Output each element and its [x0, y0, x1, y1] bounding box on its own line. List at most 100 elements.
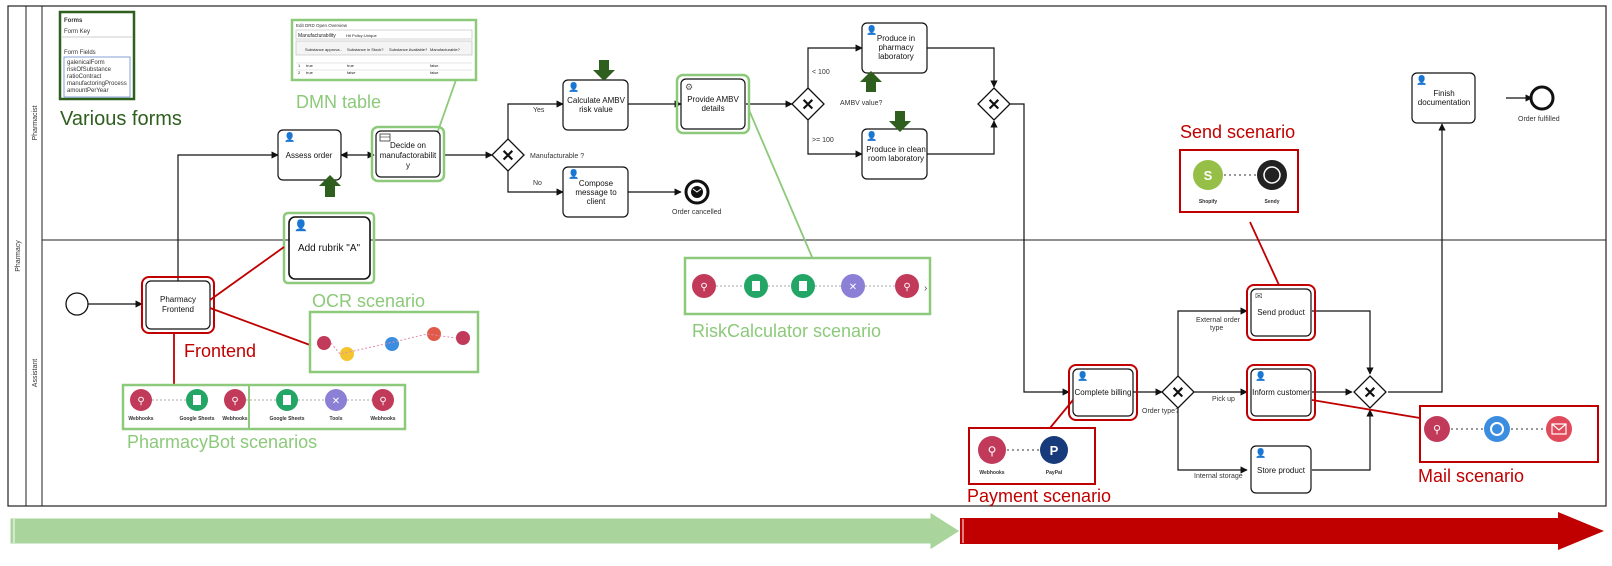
- svg-text:Produce in: Produce in: [877, 34, 915, 43]
- down-arrow-icon: [889, 111, 911, 132]
- svg-text:👤: 👤: [568, 81, 579, 92]
- app-label-sheets: Google Sheets: [179, 416, 214, 422]
- svg-text:✕: ✕: [849, 282, 857, 293]
- flow-label-ambv: AMBV value?: [840, 100, 883, 107]
- annotation-riskcalc: RiskCalculator scenario: [692, 321, 881, 341]
- annotation-send: Send scenario: [1180, 122, 1295, 142]
- svg-text:👤: 👤: [866, 24, 877, 35]
- svg-text:risk value: risk value: [579, 105, 613, 114]
- svg-text:👤: 👤: [568, 168, 579, 179]
- flow-label-order-type: Order type?: [1142, 408, 1179, 415]
- app-label-shopify: Shopify: [1199, 199, 1218, 205]
- mail-scenario-panel: ⚲: [1419, 405, 1599, 463]
- form-field: amountPerYear: [67, 88, 108, 94]
- svg-text:y: y: [406, 161, 410, 170]
- dmn-header: Substance in Stock?: [347, 47, 384, 52]
- flow-label-ge100: >= 100: [812, 137, 834, 144]
- svg-text:👤: 👤: [866, 130, 877, 141]
- dmn-panel: Edit DRD Open Overview Manufacturability…: [290, 18, 478, 82]
- task-finish-documentation[interactable]: 👤 Finish documentation: [1411, 72, 1476, 124]
- annotation-frontend: Frontend: [184, 341, 256, 361]
- down-arrow-icon: [593, 60, 615, 81]
- svg-text:Frontend: Frontend: [162, 305, 194, 314]
- pool-label: Pharmacy: [15, 240, 22, 272]
- svg-text:⚙: ⚙: [685, 82, 693, 92]
- dmn-cell: true: [347, 63, 355, 68]
- dmn-cell: true: [306, 63, 314, 68]
- task-produce-pharmacy-lab[interactable]: 👤 Produce in pharmacy laboratory: [861, 22, 928, 74]
- form-field: ratioContract: [67, 74, 102, 80]
- svg-text:Add rubrik "A": Add rubrik "A": [298, 243, 361, 254]
- task-provide-ambv[interactable]: ⚙ Provide AMBV details: [675, 73, 751, 135]
- svg-text:⚲: ⚲: [379, 396, 386, 407]
- gateway-lab-merge[interactable]: ✕: [977, 87, 1011, 121]
- google-sheets-icon: [744, 274, 768, 298]
- task-calculate-ambv[interactable]: 👤 Calculate AMBV risk value: [562, 79, 629, 131]
- tools-icon: ✕: [841, 274, 865, 298]
- flow-label-lt100: < 100: [812, 69, 830, 76]
- end-event-fulfilled[interactable]: [1529, 85, 1555, 111]
- svg-text:✕: ✕: [1363, 385, 1376, 402]
- task-send-product[interactable]: ✉ Send product: [1246, 284, 1316, 341]
- svg-text:⚲: ⚲: [137, 396, 144, 407]
- svg-text:⚲: ⚲: [231, 396, 238, 407]
- svg-text:✕: ✕: [1171, 385, 1184, 402]
- start-event[interactable]: [65, 292, 89, 316]
- red-phase-arrow: [960, 512, 1604, 550]
- annotation-ocr: OCR scenario: [312, 291, 425, 311]
- dmn-cell: 2: [298, 70, 301, 75]
- green-phase-arrow: [9, 511, 961, 551]
- svg-text:Produce in clean: Produce in clean: [866, 145, 926, 154]
- task-store-product[interactable]: 👤 Store product: [1250, 445, 1312, 494]
- svg-text:👤: 👤: [294, 219, 308, 232]
- task-add-rubrik[interactable]: 👤 Add rubrik "A": [282, 211, 376, 285]
- svg-text:message to: message to: [575, 188, 617, 197]
- svg-text:manufactorabilit: manufactorabilit: [380, 151, 437, 160]
- email-icon: [1546, 416, 1572, 442]
- svg-text:👤: 👤: [284, 131, 295, 142]
- task-pharmacy-frontend[interactable]: Pharmacy Frontend: [141, 276, 215, 334]
- sendy-icon: [1257, 160, 1287, 190]
- svg-text:Inform customer: Inform customer: [1252, 388, 1310, 397]
- chevron-right-icon[interactable]: ›: [924, 283, 927, 294]
- task-produce-clean-room[interactable]: 👤 Produce in clean room laboratory: [861, 128, 928, 180]
- dmn-row: 2 true false false: [296, 69, 472, 75]
- pharmacybot-scenarios-panel: ⚲ Webhooks Google Sheets ⚲ ✕ ⚲ Webhooks …: [121, 383, 407, 431]
- dmn-table-name: Manufacturability: [298, 33, 336, 39]
- svg-text:Calculate AMBV: Calculate AMBV: [567, 96, 625, 105]
- svg-text:👤: 👤: [1077, 370, 1088, 381]
- svg-text:laboratory: laboratory: [878, 52, 914, 61]
- gateway-order-type[interactable]: ✕: [1161, 375, 1195, 409]
- app-label-paypal: PayPal: [1046, 470, 1063, 476]
- send-scenario-panel: S Shopify Sendy: [1179, 149, 1299, 213]
- red-connectors: [173, 221, 1421, 429]
- svg-text:⚲: ⚲: [903, 282, 910, 293]
- svg-text:Assess order: Assess order: [286, 151, 333, 160]
- payment-scenario-panel: ⚲ P Webhooks PayPal: [968, 427, 1096, 485]
- gateway-ambv[interactable]: ✕: [791, 87, 825, 121]
- task-complete-billing[interactable]: 👤 Complete billing: [1068, 364, 1138, 421]
- gateway-delivery-merge[interactable]: ✕: [1353, 375, 1387, 409]
- flow-label-manufacturable: Manufacturable ?: [530, 153, 584, 160]
- riskcalculator-scenario-panel: ⚲ ✕ ⚲ ›: [683, 256, 932, 316]
- dmn-cell: 1: [298, 63, 301, 68]
- gateway-manufacturable[interactable]: ✕: [491, 138, 525, 172]
- forms-fields-label: Form Fields: [64, 50, 96, 56]
- webhook-icon: ⚲: [1424, 416, 1450, 442]
- task-compose-message[interactable]: 👤 Compose message to client: [562, 166, 629, 218]
- task-inform-customer[interactable]: 👤 Inform customer: [1246, 364, 1316, 421]
- dmn-cell: false: [430, 63, 439, 68]
- app-label-tools: Tools: [330, 416, 343, 422]
- end-event-cancelled[interactable]: [684, 179, 710, 205]
- task-assess-order[interactable]: 👤 Assess order: [277, 129, 342, 181]
- svg-text:Pharmacy: Pharmacy: [160, 295, 196, 304]
- app-label-webhooks: Webhooks: [128, 416, 153, 422]
- end-event-fulfilled-label: Order fulfilled: [1518, 116, 1560, 123]
- ocr-scenario-panel: [308, 310, 480, 374]
- svg-text:⚲: ⚲: [988, 444, 997, 458]
- svg-text:Provide AMBV: Provide AMBV: [687, 95, 739, 104]
- task-decide-manufacturability[interactable]: Decide on manufactorabilit y: [370, 125, 446, 183]
- svg-text:✕: ✕: [332, 396, 340, 407]
- webhook-icon: ⚲: [692, 274, 716, 298]
- google-sheets-icon: [791, 274, 815, 298]
